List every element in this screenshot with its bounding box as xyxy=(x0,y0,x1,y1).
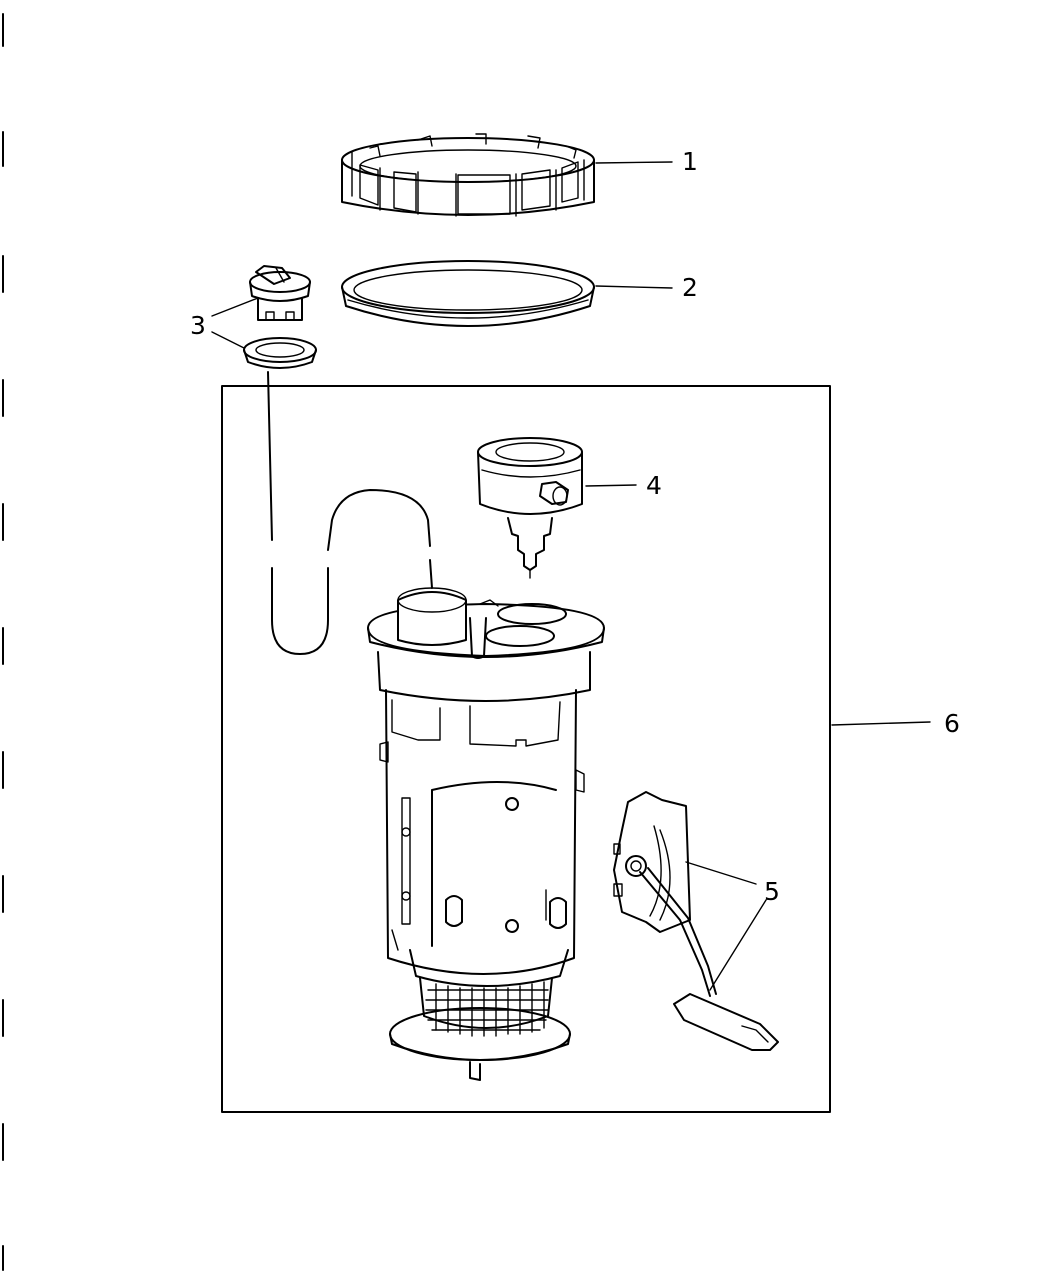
part-5-level-sender xyxy=(613,791,779,1051)
part-1-lock-ring xyxy=(341,133,595,217)
part-4-pressure-regulator xyxy=(477,437,583,579)
fuel-tube xyxy=(267,371,433,655)
part-2-seal xyxy=(341,260,595,327)
callout-5: 5 xyxy=(764,877,780,906)
callout-labels: 1 2 3 4 6 5 xyxy=(190,147,960,906)
callout-2: 2 xyxy=(682,273,698,302)
callout-6: 6 xyxy=(944,709,960,738)
callout-3: 3 xyxy=(190,311,206,340)
part-6-assembly-frame xyxy=(221,385,831,1113)
callout-1: 1 xyxy=(682,147,698,176)
part-3-fitting-and-grommet xyxy=(243,265,317,369)
leader-lines xyxy=(211,161,931,991)
fuel-pump-module-body xyxy=(367,587,605,1081)
callout-4: 4 xyxy=(646,471,662,500)
